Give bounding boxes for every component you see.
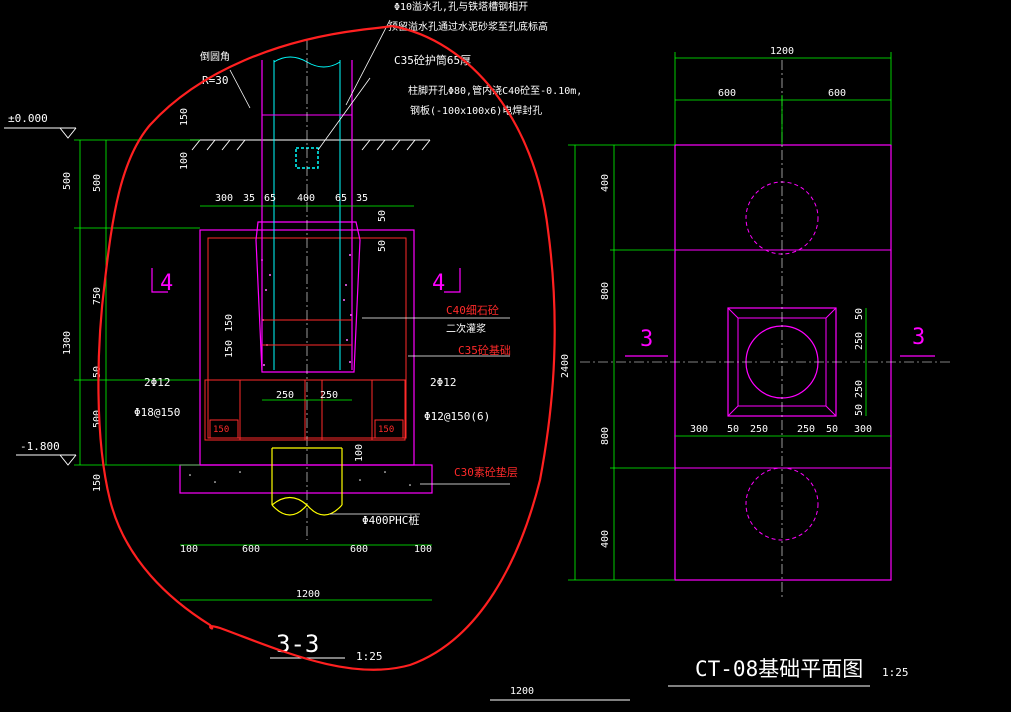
plan-left-dim-3: 800 [600, 427, 611, 445]
plan-left-total: 2400 [560, 354, 571, 378]
plan-bottom-dim-3: 250 [750, 424, 768, 435]
plan-scale: 1:25 [882, 666, 909, 679]
elevation-top-label: ±0.000 [8, 112, 48, 125]
note-bar-left: 2Φ12 [144, 376, 171, 389]
rebar-box-label-right: 150 [378, 425, 394, 435]
plan-bottom-dim-4: 250 [797, 424, 815, 435]
socket-outline [255, 221, 361, 373]
rebar-box-left [209, 419, 239, 439]
note-overflow-hole-2: 预留溢水孔通过水泥砂浆至孔底标高 [388, 20, 548, 33]
plan-left-dim-1: 400 [600, 174, 611, 192]
section-mark-4-left: 4 [160, 271, 173, 296]
mid-dim-250a: 250 [276, 390, 294, 401]
elevation-bottom-label: -1.800 [20, 440, 60, 453]
plan-pile-bottom [745, 467, 819, 541]
top-dim-65a: 65 [264, 193, 276, 204]
plan-top-half-2: 600 [828, 88, 846, 99]
inner-dim-1: 150 [224, 314, 235, 332]
left-dim-1: 500 [62, 172, 73, 190]
plan-right-dim-1: 50 [854, 308, 865, 320]
plan-dimension-lines [568, 52, 892, 581]
top-dim-400: 400 [297, 193, 315, 204]
note-grout: 二次灌浆 [446, 322, 486, 335]
bottom-dim-100a: 100 [180, 544, 198, 555]
bottom-dim-600b: 600 [350, 544, 368, 555]
bottom-total-dim: 1200 [296, 589, 320, 600]
right-small-dim-2: 50 [377, 240, 388, 252]
plan-bottom-dim-2: 50 [727, 424, 739, 435]
left-inner-dim-2: 750 [92, 287, 103, 305]
bottom-dim-600a: 600 [242, 544, 260, 555]
pole-dim-100: 100 [179, 152, 190, 170]
section-title: 3-3 [276, 630, 319, 658]
elevation-marks [4, 127, 77, 466]
note-fillet: 倒圆角 [200, 51, 230, 63]
plan-top-half-1: 600 [718, 88, 736, 99]
phc-pile [271, 447, 343, 516]
top-dim-300: 300 [215, 193, 233, 204]
section-markers-4 [151, 268, 461, 293]
bottom-dim-100b: 100 [414, 544, 432, 555]
note-c30: C30素砼垫层 [454, 465, 518, 479]
note-hole: 柱脚开孔Φ80,管内浇C40砼至-0.10m, [408, 84, 582, 97]
pile-dim-100: 100 [354, 444, 365, 462]
note-pipe: C35砼护筒65厚 [394, 53, 471, 67]
plan-view: 1200 600 600 400 800 800 400 2400 50 250… [560, 46, 950, 687]
top-dim-35a: 35 [243, 193, 255, 204]
section-mark-4-right: 4 [432, 271, 445, 296]
note-c40: C40细石砼 [446, 304, 499, 317]
note-plate: 钢板(-100x100x6)电焊封孔 [410, 104, 542, 117]
section-dimension-lines [74, 139, 432, 601]
plan-right-dim-2: 250 [854, 332, 865, 350]
mid-dim-250b: 250 [320, 390, 338, 401]
plan-bottom-dim-5: 50 [826, 424, 838, 435]
note-stirrup-right: Φ12@150(6) [424, 410, 490, 423]
note-bar-right: 2Φ12 [430, 376, 457, 389]
inner-dim-2: 150 [224, 340, 235, 358]
cushion-hatch [189, 471, 411, 486]
plan-top-total: 1200 [770, 46, 794, 57]
ground-line [190, 139, 431, 151]
pole-dim-150: 150 [179, 108, 190, 126]
note-pile: Φ400PHC桩 [362, 513, 419, 527]
plan-right-dim-4: 50 [854, 404, 865, 416]
rebar-box-right [374, 419, 404, 439]
left-dim-2: 1300 [62, 331, 73, 355]
note-c35: C35砼基础 [458, 344, 511, 357]
left-dim-3: 150 [92, 474, 103, 492]
plan-section-mark-right: 3 [912, 325, 925, 350]
leader-lines [229, 19, 510, 515]
markup-circle [97, 24, 556, 671]
section-scale: 1:25 [356, 650, 383, 663]
steel-pole [261, 56, 353, 370]
plan-left-dim-4: 400 [600, 530, 611, 548]
note-overflow-hole: Φ10溢水孔,孔与铁塔槽钢相开 [394, 0, 528, 13]
plan-left-dim-2: 800 [600, 282, 611, 300]
left-inner-dim-4: 500 [92, 410, 103, 428]
rebar-box-label-left: 150 [213, 425, 229, 435]
footer-dimension: 1200 [510, 686, 534, 697]
left-inner-dim-1: 500 [92, 174, 103, 192]
plan-title: CT-08基础平面图 [695, 657, 863, 681]
plan-section-mark-left: 3 [640, 327, 653, 352]
plan-bottom-dim-6: 300 [854, 424, 872, 435]
note-stirrup-left: Φ18@150 [134, 406, 180, 419]
top-dim-35b: 35 [356, 193, 368, 204]
c30-cushion-layer [179, 464, 433, 494]
plan-bottom-dim-1: 300 [690, 424, 708, 435]
top-dim-65b: 65 [335, 193, 347, 204]
right-small-dim-1: 50 [377, 210, 388, 222]
plan-right-dim-3: 250 [854, 380, 865, 398]
plan-outline [674, 144, 892, 581]
